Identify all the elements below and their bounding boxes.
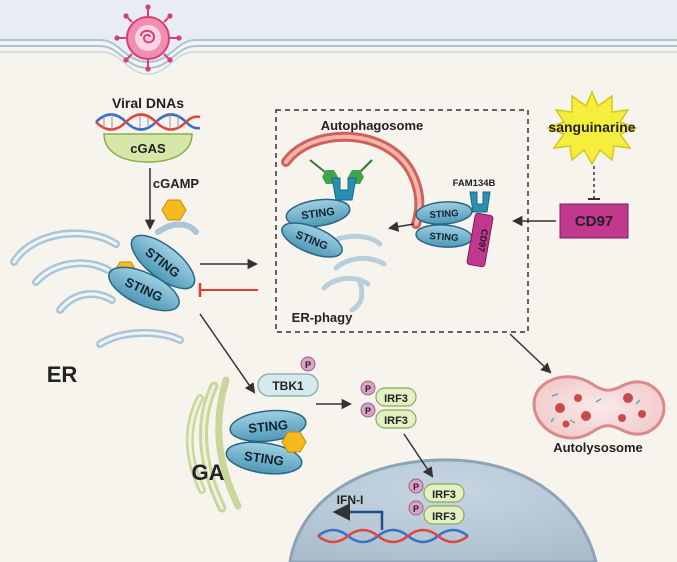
fam134b-label: FAM134B [453, 178, 496, 189]
arrow-irf3-to-nucleus [403, 433, 434, 478]
svg-text:P: P [413, 482, 419, 492]
viral-dnas-label: Viral DNAs [112, 95, 184, 111]
sting-label: STING [301, 206, 336, 223]
cd97-small-label: CD97 [476, 228, 490, 252]
er-fragment [315, 233, 387, 313]
ifn-transcription-arrow [332, 503, 384, 530]
irf3-label: IRF3 [384, 393, 408, 405]
fam134b-receptor-icon [469, 191, 491, 213]
irf3-label: IRF3 [384, 415, 408, 427]
arrow-er-to-golgi [199, 313, 256, 394]
golgi-apparatus [185, 376, 242, 513]
irf3-label: IRF3 [432, 511, 456, 523]
ifn-label: IFN-I [337, 493, 364, 507]
er-label: ER [47, 362, 78, 387]
irf3-dimer-cytoplasm: IRF3 IRF3 P P [360, 380, 417, 429]
tbk1-label: TBK1 [272, 379, 304, 393]
sting-dimer-cd97-complex: STING STING [415, 201, 473, 248]
sanguinarine-label: sanguinarine [548, 119, 635, 135]
irf3-dimer-nucleus: IRF3 IRF3 P P [408, 478, 465, 525]
sting-dimer-golgi: STING STING [225, 409, 307, 475]
er-phagy-label: ER-phagy [292, 310, 353, 325]
arrow-to-autolysosome [509, 333, 552, 374]
cd97-box: CD97 [559, 203, 629, 239]
cgamp-icon [161, 199, 187, 221]
cd97-membrane-protein: CD97 [466, 212, 494, 268]
phospho-tbk1-icon: P [300, 356, 316, 372]
inhibition-sanguinarine-to-cd97 [588, 166, 600, 200]
inhibition-red [198, 283, 258, 297]
er-phagy-receptor-icon [331, 177, 357, 201]
cgas-label: cGAS [130, 141, 166, 156]
arrow-cd97-complex-to-er-phagy [387, 221, 415, 232]
sting-label: STING [429, 208, 459, 221]
autophagosome-label: Autophagosome [321, 118, 424, 133]
tbk1-kinase: TBK1 [257, 373, 319, 397]
viral-dna-icon [95, 113, 201, 131]
ga-label: GA [192, 460, 225, 485]
svg-text:P: P [305, 360, 311, 370]
virus-icon [114, 4, 182, 72]
irf3-label: IRF3 [432, 489, 456, 501]
autolysosome-icon [532, 375, 666, 440]
nuclear-dna-icon [317, 528, 469, 544]
phagophore-membrane [281, 131, 425, 229]
cgas-enzyme: cGAS [103, 133, 193, 163]
er-membrane [10, 221, 199, 348]
sanguinarine-starburst: sanguinarine [545, 90, 639, 166]
autolysosome-label: Autolysosome [553, 440, 643, 455]
cgamp-label: cGAMP [153, 176, 200, 191]
sting-label: STING [429, 231, 459, 244]
sting-label: STING [248, 417, 289, 436]
svg-text:P: P [365, 384, 371, 394]
sting-label: STING [243, 448, 284, 468]
svg-text:P: P [365, 406, 371, 416]
svg-text:P: P [413, 504, 419, 514]
cgamp-bound-golgi-icon [281, 431, 307, 453]
sting-dimer-autophagosome: STING STING [281, 198, 351, 258]
cd97-label: CD97 [575, 213, 613, 230]
